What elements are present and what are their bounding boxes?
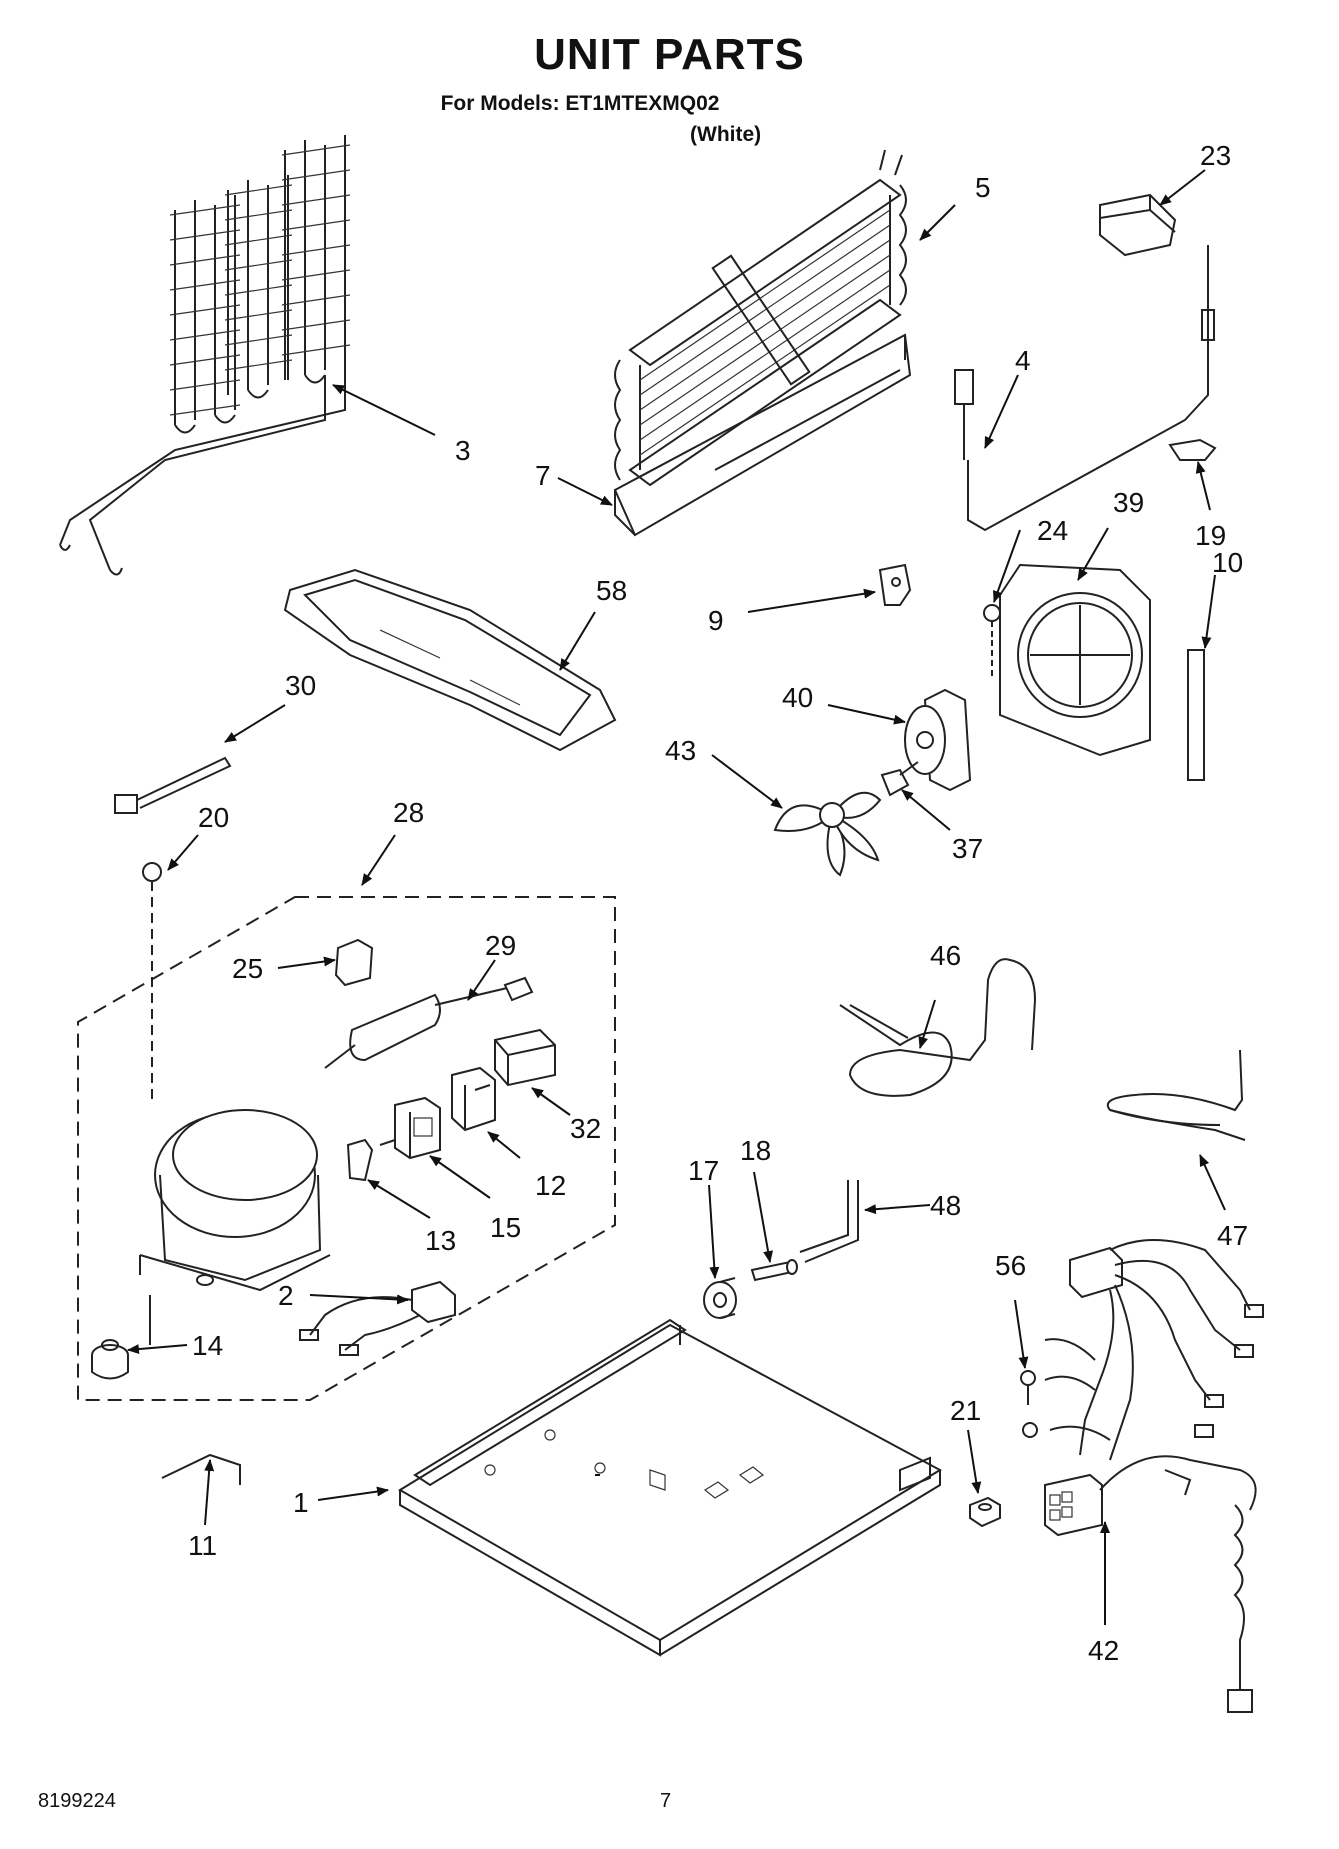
callout-15: 15 — [490, 1212, 521, 1243]
evaporator-trough — [613, 333, 912, 537]
cable-tie — [114, 756, 232, 814]
evaporator — [614, 149, 907, 487]
callout-5: 5 — [975, 172, 991, 203]
cover-cap — [1099, 193, 1177, 257]
compressor — [139, 1109, 331, 1345]
callout-23: 23 — [1200, 140, 1231, 171]
suction-tube — [839, 958, 1037, 1097]
callout-39: 39 — [1113, 487, 1144, 518]
callout-19: 19 — [1195, 520, 1226, 551]
callout-43: 43 — [665, 735, 696, 766]
callout-7: 7 — [535, 460, 551, 491]
callout-labels: 3 5 23 4 7 19 24 39 10 9 58 30 40 43 37 … — [188, 140, 1248, 1666]
page-number: 7 — [660, 1790, 672, 1812]
wire-clip-11 — [161, 1453, 241, 1485]
group-outline-28 — [77, 896, 616, 1401]
callout-46: 46 — [930, 940, 961, 971]
relay-cover — [494, 1028, 556, 1087]
screw-20 — [142, 862, 162, 1100]
base-plate — [398, 1318, 943, 1657]
callout-4: 4 — [1015, 345, 1031, 376]
nut-21 — [969, 1496, 1001, 1528]
retainer-clip-19 — [1168, 438, 1217, 461]
fan-nut — [880, 761, 919, 797]
fan-blade — [773, 791, 882, 877]
callout-25: 25 — [232, 953, 263, 984]
mounting-bracket-9 — [878, 563, 912, 606]
thermistor-harness — [954, 245, 1215, 532]
grommet-14 — [91, 1339, 129, 1380]
document-number: 8199224 — [38, 1790, 116, 1812]
discharge-tube — [1106, 1049, 1246, 1141]
overload-clip — [334, 938, 374, 987]
callout-56: 56 — [995, 1250, 1026, 1281]
page-title: UNIT PARTS — [534, 30, 805, 79]
roller-axle — [750, 1259, 798, 1282]
main-wire-harness — [1044, 1239, 1264, 1713]
overload-protector — [451, 1066, 496, 1132]
callout-29: 29 — [485, 930, 516, 961]
callout-2: 2 — [278, 1280, 294, 1311]
callout-11: 11 — [188, 1530, 217, 1561]
callout-12: 12 — [535, 1170, 566, 1201]
callout-14: 14 — [192, 1330, 223, 1361]
process-tube — [799, 1180, 859, 1263]
callout-17: 17 — [688, 1155, 719, 1186]
drain-pan — [283, 568, 617, 752]
compressor-harness — [299, 1280, 456, 1356]
callout-48: 48 — [930, 1190, 961, 1221]
screw-56 — [1020, 1370, 1038, 1438]
roller-wheel — [703, 1277, 737, 1319]
fan-shroud — [999, 563, 1151, 757]
callout-37: 37 — [952, 833, 983, 864]
gasket-strip — [1187, 649, 1205, 781]
callout-24: 24 — [1037, 515, 1068, 546]
screw-24 — [983, 604, 1001, 680]
callout-47: 47 — [1217, 1220, 1248, 1251]
callout-42: 42 — [1088, 1635, 1119, 1666]
callout-32: 32 — [570, 1113, 601, 1144]
callout-10: 10 — [1212, 547, 1243, 578]
condenser-coil — [59, 135, 351, 576]
callout-13: 13 — [425, 1225, 456, 1256]
callout-21: 21 — [950, 1395, 981, 1426]
leader-lines — [127, 169, 1226, 1625]
callout-28: 28 — [393, 797, 424, 828]
callout-58: 58 — [596, 575, 627, 606]
callout-18: 18 — [740, 1135, 771, 1166]
terminal-cover — [346, 1138, 374, 1182]
callout-20: 20 — [198, 802, 229, 833]
callout-9: 9 — [708, 605, 724, 636]
callout-3: 3 — [455, 435, 471, 466]
fan-motor — [904, 688, 972, 792]
callout-40: 40 — [782, 682, 813, 713]
callout-30: 30 — [285, 670, 316, 701]
callout-1: 1 — [293, 1487, 309, 1518]
start-relay — [379, 1096, 441, 1160]
models-line: For Models: ET1MTEXMQ02 — [440, 92, 720, 115]
color-variant: (White) — [690, 123, 762, 146]
